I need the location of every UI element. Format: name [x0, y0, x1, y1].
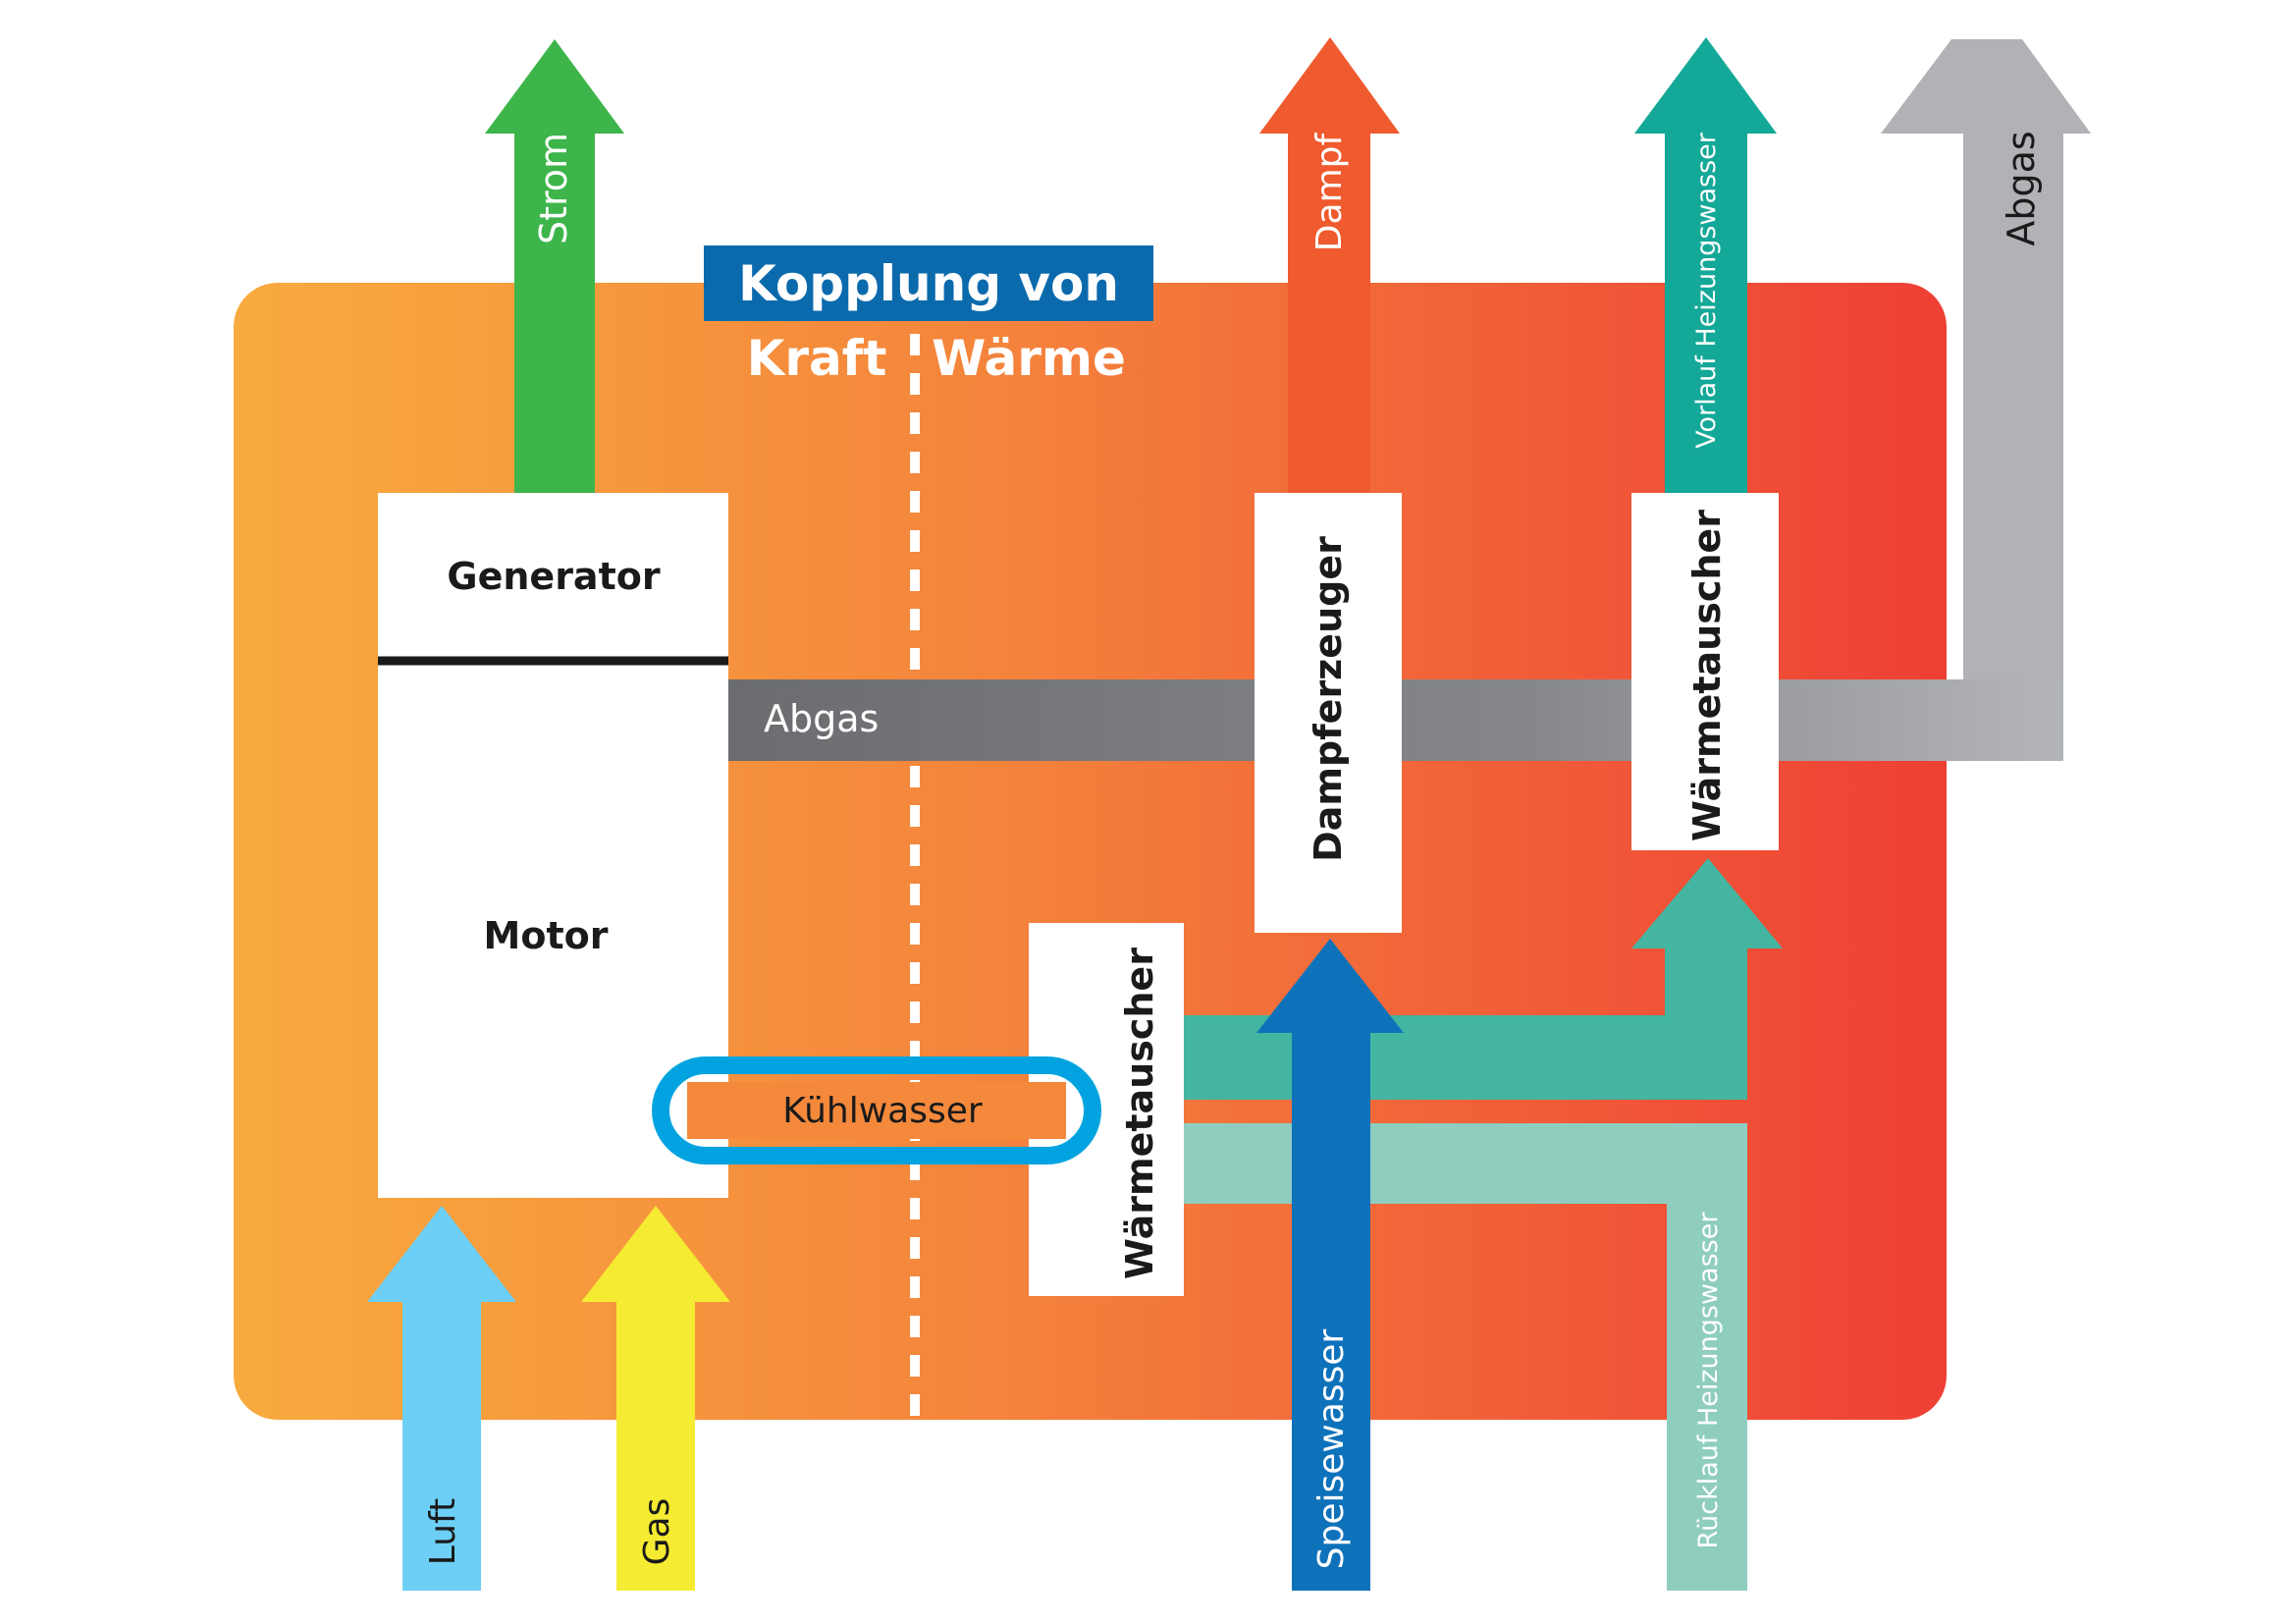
- title-main: Kopplung von: [738, 255, 1119, 312]
- abgas-out-shaft: [1981, 132, 2063, 761]
- speisewasser-label: Speisewasser: [1311, 1328, 1352, 1569]
- kuehlwasser-inner: [687, 1082, 1066, 1139]
- luft-label: Luft: [423, 1498, 463, 1565]
- dampf-label: Dampf: [1309, 132, 1350, 251]
- generator-motor-box: [378, 493, 728, 1198]
- luft-arrowhead: [367, 1206, 516, 1302]
- generator-label: Generator: [447, 555, 660, 598]
- vorlauf-label: Vorlauf Heizungswasser: [1691, 132, 1722, 449]
- title-waerme: Wärme: [932, 330, 1126, 387]
- waermetauscher-top-box: [1631, 493, 1779, 850]
- kuehlwasser-label: Kühlwasser: [782, 1091, 983, 1131]
- speisewasser-arrowhead: [1256, 939, 1404, 1033]
- ruecklauf-pipe: [1184, 1123, 1747, 1591]
- gas-arrow-shaft: [616, 1298, 695, 1591]
- gas-label: Gas: [637, 1498, 677, 1566]
- dampferzeuger-box: [1255, 493, 1402, 933]
- abgas-out-arrowhead: [1951, 39, 2091, 134]
- strom-arrowhead: [485, 39, 624, 134]
- abgas-out-label: Abgas: [2000, 131, 2043, 245]
- gas-arrowhead: [581, 1206, 730, 1302]
- waermetauscher-bottom-label: Wärmetauscher: [1118, 947, 1161, 1279]
- vorlauf-arrow-shaft: [1665, 132, 1747, 493]
- strom-arrow-shaft: [514, 132, 595, 493]
- motor-label: Motor: [484, 914, 609, 957]
- dampf-arrowhead: [1259, 37, 1400, 134]
- speisewasser-arrow-shaft: [1292, 1031, 1370, 1591]
- waermetauscher-top-label: Wärmetauscher: [1685, 510, 1729, 841]
- dampferzeuger-label: Dampferzeuger: [1307, 536, 1350, 862]
- strom-label: Strom: [532, 133, 575, 244]
- abgas-pipe-label: Abgas: [764, 697, 879, 740]
- kuehlwasser-ring: [652, 1056, 1101, 1164]
- vorlauf-arrowhead: [1634, 37, 1777, 134]
- luft-arrow-shaft: [402, 1298, 481, 1591]
- dampf-arrow-shaft: [1288, 132, 1370, 493]
- ruecklauf-label: Rücklauf Heizungswasser: [1693, 1212, 1724, 1549]
- title-bar: [704, 245, 1153, 321]
- title-kraft: Kraft: [747, 330, 887, 387]
